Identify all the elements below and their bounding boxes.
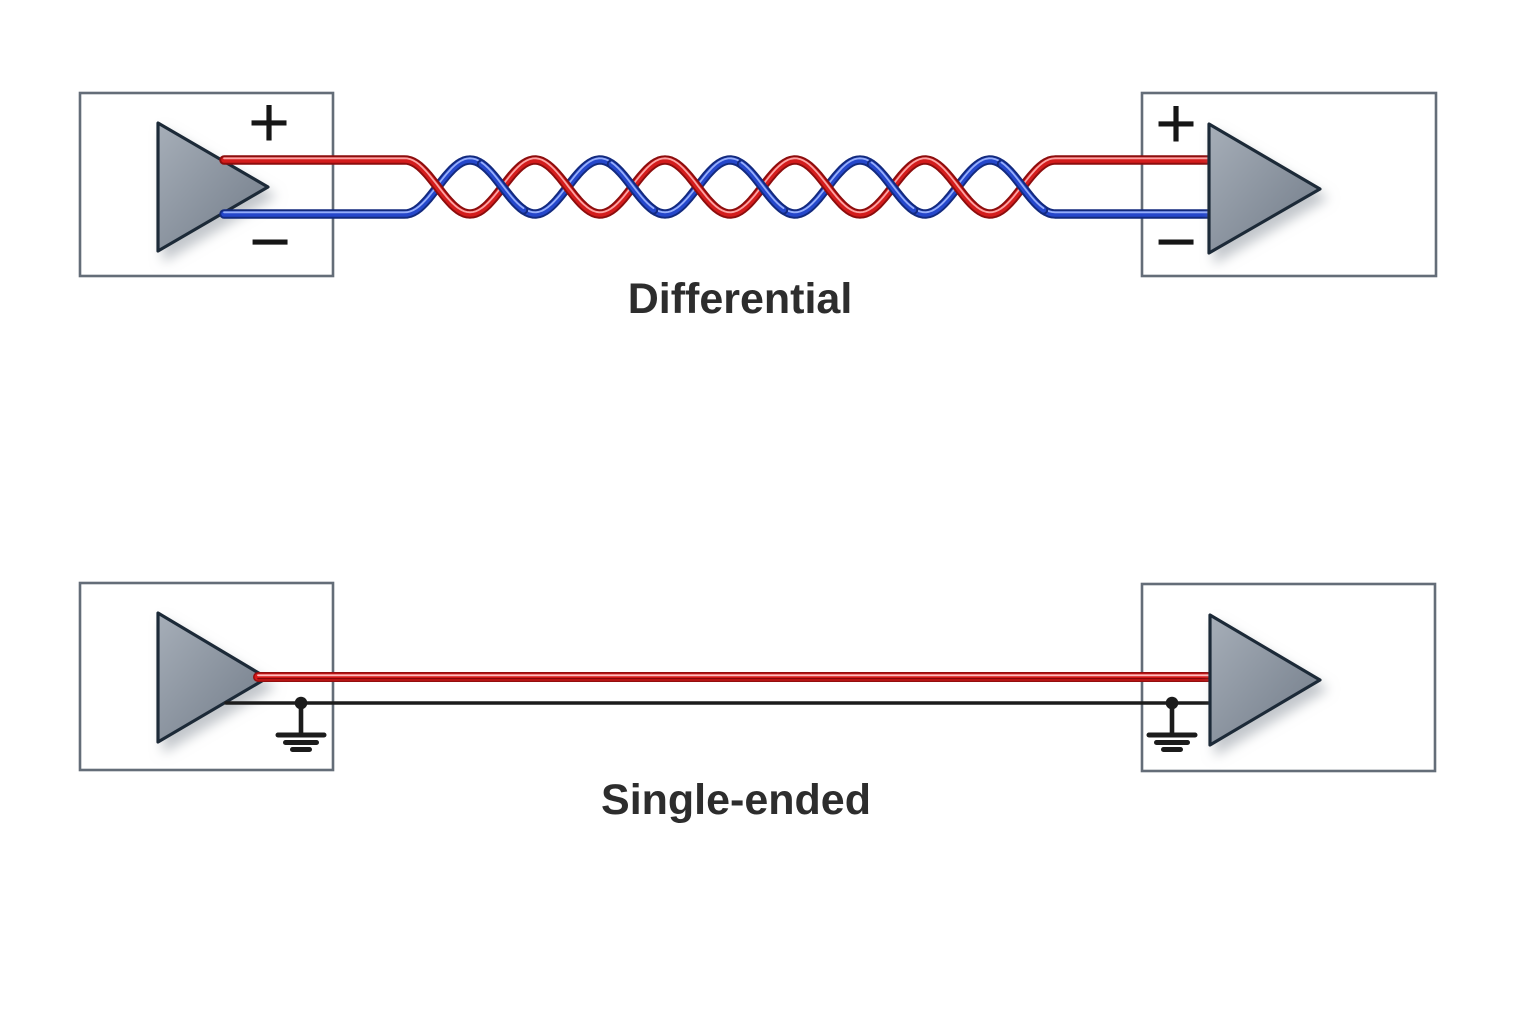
ground-icon (275, 696, 327, 752)
rx-plus-pin-label: + (1155, 84, 1197, 164)
differential-rx-buffer-icon (1207, 122, 1322, 255)
tx-plus-pin-label: + (248, 83, 290, 163)
differential-tx-buffer-icon (156, 121, 270, 253)
single-ended-rx-buffer-icon (1208, 613, 1322, 747)
tx-minus-pin-label: − (249, 202, 291, 282)
single-ended-tx-buffer-icon (156, 611, 269, 744)
twisted-pair-positive-wire (219, 155, 1229, 219)
signal-wire (253, 672, 1227, 682)
twisted-pair-cable (219, 155, 1229, 219)
differential-section: + − + − Differential (78, 83, 1438, 323)
twisted-pair-over-crossings (476, 159, 1049, 215)
twisted-pair-negative-wire (219, 155, 1229, 219)
single-ended-section: Single-ended (78, 581, 1437, 824)
differential-label: Differential (628, 275, 853, 323)
single-ended-wiring (224, 672, 1227, 752)
single-ended-label: Single-ended (601, 776, 871, 824)
rx-minus-pin-label: − (1155, 202, 1197, 282)
ground-icon (1146, 696, 1198, 752)
